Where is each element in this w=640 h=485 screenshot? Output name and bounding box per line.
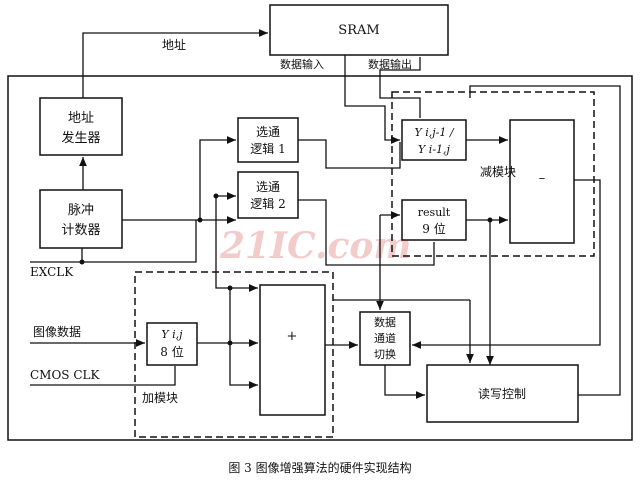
select-logic-1-label-2: 逻辑 1 xyxy=(250,142,285,156)
address-generator-label-2: 发生器 xyxy=(61,130,100,146)
read-write-control-block xyxy=(426,364,579,423)
watermark: 21IC.com xyxy=(219,225,412,267)
result-label-1: result xyxy=(418,206,451,219)
add-module-frame xyxy=(134,271,334,438)
y-neighbor-label-2: Y i-1,j xyxy=(418,143,450,156)
subtractor-block xyxy=(509,119,575,244)
sram-label: SRAM xyxy=(338,23,379,38)
figure-caption: 图 3 图像增强算法的硬件实现结构 xyxy=(228,460,411,475)
address-generator-block xyxy=(39,97,123,156)
cmos-clk-label: CMOS CLK xyxy=(30,368,100,382)
data-in-label: 数据输入 xyxy=(280,57,324,71)
data-path-switch-block xyxy=(359,311,411,366)
exclk-label: EXCLK xyxy=(30,265,74,279)
y-neighbor-register xyxy=(401,119,467,161)
select-logic-2-label-1: 选通 xyxy=(256,180,280,194)
read-write-control-label: 读写控制 xyxy=(478,387,526,401)
y-neighbor-label-1: Y i,j-1 / xyxy=(414,126,454,139)
result-register xyxy=(401,199,467,241)
pulse-counter-label-2: 计数器 xyxy=(61,223,100,238)
select-logic-2-block xyxy=(237,171,299,219)
image-data-label: 图像数据 xyxy=(33,324,81,339)
pulse-counter-label-1: 脉冲 xyxy=(68,203,94,218)
y-input-label-1: Y i,j xyxy=(161,328,183,341)
adder-block xyxy=(259,284,326,416)
system-frame xyxy=(7,75,633,441)
subtractor-label: – xyxy=(539,171,546,186)
switch-label-2: 通道 xyxy=(374,331,396,345)
address-label: 地址 xyxy=(162,38,186,52)
data-out-label: 数据输出 xyxy=(368,57,412,71)
switch-label-3: 切换 xyxy=(374,347,396,361)
adder-label: + xyxy=(287,329,298,344)
result-label-2: 9 位 xyxy=(422,221,445,236)
pulse-counter-block xyxy=(39,189,123,249)
switch-label-1: 数据 xyxy=(374,315,396,329)
select-logic-2-label-2: 逻辑 2 xyxy=(250,197,285,211)
sub-module-label: 减模块 xyxy=(480,165,516,179)
sram-block xyxy=(269,4,449,56)
select-logic-1-block xyxy=(237,117,299,163)
y-input-register xyxy=(146,322,198,366)
svg-text:21IC.com: 21IC.com xyxy=(219,225,412,267)
connections xyxy=(30,29,621,399)
address-generator-label-1: 地址 xyxy=(68,111,94,126)
select-logic-1-label-1: 选通 xyxy=(256,125,280,139)
add-module-label: 加模块 xyxy=(142,391,178,405)
sub-module-frame xyxy=(391,91,595,257)
y-input-label-2: 8 位 xyxy=(160,344,183,359)
